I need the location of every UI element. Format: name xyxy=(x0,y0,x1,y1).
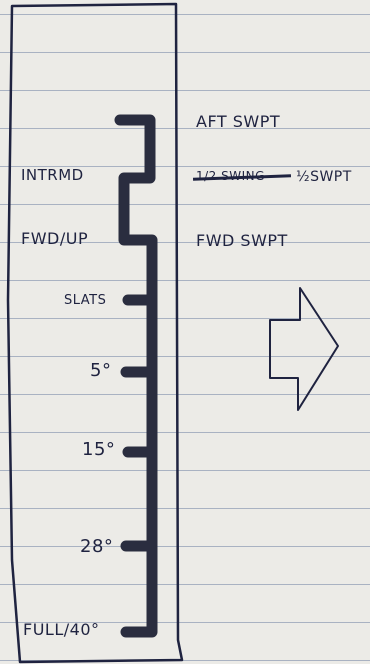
ruled-line xyxy=(0,508,370,509)
ruled-line xyxy=(0,394,370,395)
ruled-line xyxy=(0,432,370,433)
ruled-line xyxy=(0,470,370,471)
ruled-line xyxy=(0,52,370,53)
ruled-line xyxy=(0,660,370,661)
label-fwd-up: FWD/UP xyxy=(21,229,89,248)
label-half-swept: ½SWPT xyxy=(296,169,352,185)
ruled-line xyxy=(0,318,370,319)
ruled-line xyxy=(0,242,370,243)
ruled-line xyxy=(0,128,370,129)
right-outline-arrow-icon xyxy=(269,287,339,411)
label-intermediate: INTRMD xyxy=(21,166,84,184)
label-fwd-swept: FWD SWPT xyxy=(196,231,288,250)
label-aft-swept: AFT SWPT xyxy=(196,112,281,131)
ruled-line xyxy=(0,14,370,15)
ruled-line xyxy=(0,622,370,623)
ruled-line xyxy=(0,166,370,167)
label-full-40: FULL/40° xyxy=(23,620,100,639)
label-flap-15: 15° xyxy=(82,439,116,460)
ruled-line xyxy=(0,90,370,91)
label-slats: SLATS xyxy=(64,293,107,308)
outline-box xyxy=(6,2,184,664)
label-flap-28: 28° xyxy=(80,536,114,557)
flap-lever-slot xyxy=(114,114,158,638)
ruled-line xyxy=(0,204,370,205)
ruled-line xyxy=(0,356,370,357)
ruled-line xyxy=(0,280,370,281)
ruled-line xyxy=(0,546,370,547)
label-flap-5: 5° xyxy=(90,360,112,381)
ruled-line xyxy=(0,584,370,585)
